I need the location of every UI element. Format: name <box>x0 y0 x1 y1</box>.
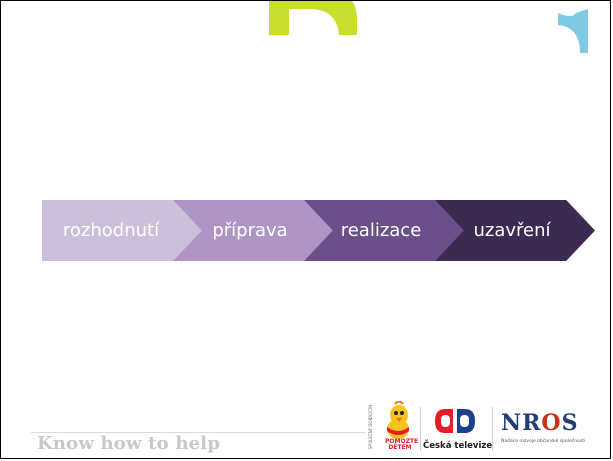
nros-wordmark: NROS <box>501 410 578 436</box>
logo-separator <box>492 407 493 451</box>
nros-letter: S <box>561 410 579 436</box>
footer-divider <box>31 432 365 433</box>
nros-letter: R <box>522 410 542 436</box>
process-step-rozhodnuti: rozhodnutí <box>42 200 202 261</box>
logo-separator <box>420 407 421 451</box>
nros-logo: NROS Nadace rozvoje občanské společnosti <box>495 401 605 457</box>
pomozte-detem-logo: SPOLEČNÝ DOBROČINNÝ PROJEKT POMOZTE DĚTE… <box>367 401 419 457</box>
nros-letter: N <box>501 410 523 436</box>
decorative-cyan-shape <box>558 9 588 53</box>
nros-letter: O <box>541 410 562 436</box>
decorative-green-shape <box>269 1 357 35</box>
footer-logos: SPOLEČNÝ DOBROČINNÝ PROJEKT POMOZTE DĚTE… <box>367 401 605 457</box>
chick-mascot-icon <box>387 401 409 439</box>
ceska-televize-text: Česká televize <box>423 441 493 451</box>
pomozte-detem-text: POMOZTE DĚTEM <box>385 438 419 451</box>
step-label: uzavření <box>473 219 551 241</box>
ceska-televize-logo: Česká televize <box>423 401 493 457</box>
step-label: realizace <box>340 219 422 241</box>
footer-tagline: Know how to help <box>37 433 221 454</box>
ct-mark-icon <box>435 409 475 433</box>
nros-subtitle: Nadace rozvoje občanské společnosti <box>501 439 586 444</box>
process-chevron-diagram: rozhodnutí příprava realizace uzavření <box>42 200 595 261</box>
step-label: příprava <box>212 219 288 241</box>
step-label: rozhodnutí <box>62 219 160 241</box>
